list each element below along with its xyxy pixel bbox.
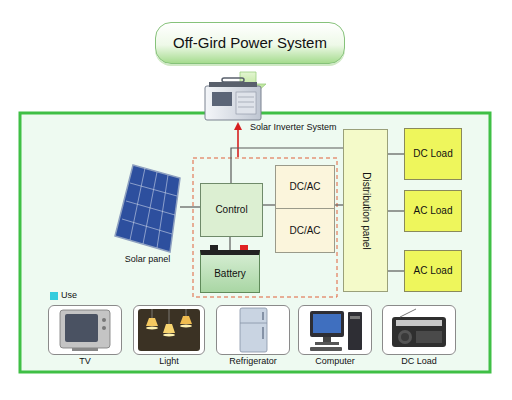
control-box: Control <box>200 183 263 237</box>
node-text: AC Load <box>414 205 453 217</box>
node-text: Solar panel <box>125 254 171 264</box>
tv-icon <box>60 310 110 351</box>
node-text: DC Load <box>401 356 437 366</box>
connector-line <box>388 210 404 211</box>
appliance-ground <box>133 305 205 355</box>
node-text: AC Load <box>414 265 453 277</box>
appliance-box: Computer <box>298 305 372 355</box>
load-box: DC Load <box>404 128 462 180</box>
connector-line <box>263 204 275 205</box>
battery-box: Battery <box>200 250 260 293</box>
connector-line <box>335 204 343 205</box>
inverter-picture <box>205 78 261 120</box>
node-text: Battery <box>214 268 246 280</box>
connector-line <box>388 270 404 271</box>
connector-line <box>180 206 200 207</box>
legend-text: Use <box>61 290 77 300</box>
appliance-ground <box>48 305 122 355</box>
node-text: DC/AC <box>289 225 320 237</box>
appliance-box: Refrigerator <box>216 305 290 355</box>
appliance-ground <box>382 305 456 355</box>
solar-panel-picture <box>115 165 180 252</box>
converter-box: DC/AC <box>275 165 335 209</box>
radio-icon <box>392 309 446 347</box>
system-label: Solar Inverter System <box>250 122 337 132</box>
appliance-box: DC Load <box>382 305 456 355</box>
node-text: Control <box>215 204 247 216</box>
node-text: DC/AC <box>289 181 320 193</box>
load-box: AC Load <box>404 250 462 292</box>
appliance-box: TV <box>48 305 122 355</box>
refrigerator-icon <box>240 308 267 352</box>
distribution-panel: Distribution panel <box>343 129 388 292</box>
connector-line <box>388 153 404 154</box>
title-banner: Off-Gird Power System <box>155 22 345 64</box>
node-text: DC Load <box>413 148 452 160</box>
node-text: Refrigerator <box>229 356 277 366</box>
node-text: Distribution panel <box>360 172 372 249</box>
appliance-box: Light <box>133 305 205 355</box>
computer-icon <box>310 311 362 351</box>
load-box: AC Load <box>404 190 462 232</box>
inverter-boundary <box>193 158 337 297</box>
appliance-ground <box>298 305 372 355</box>
solar-panel: Solar panel <box>115 165 180 252</box>
node-text: TV <box>79 356 91 366</box>
light-icon <box>138 309 200 351</box>
appliance-ground <box>216 305 290 355</box>
node-text: Light <box>159 356 179 366</box>
converter-box: DC/AC <box>275 208 335 253</box>
node-text: Computer <box>315 356 355 366</box>
title-text: Off-Gird Power System <box>173 34 327 51</box>
red-pointer <box>234 122 242 157</box>
connector-line <box>229 237 230 250</box>
system-region <box>20 113 490 372</box>
legend-swatch <box>50 292 58 300</box>
